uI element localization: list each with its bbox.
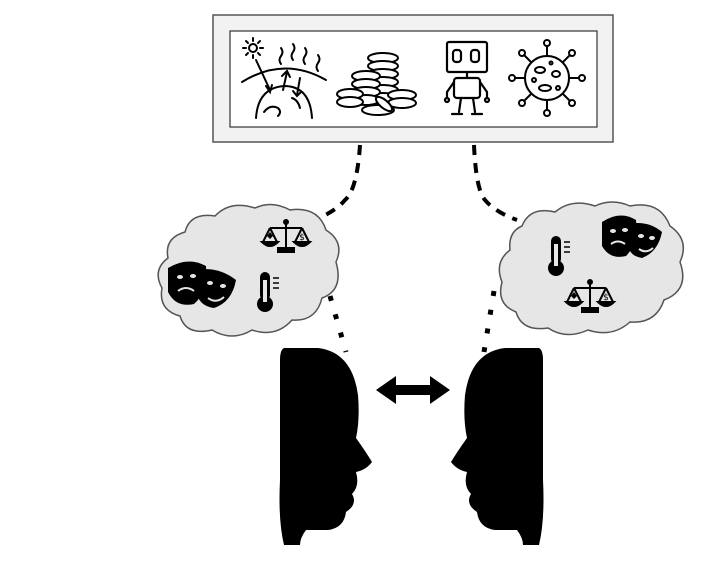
dotted-connector-right [481,290,497,353]
thermometer-icon [548,236,570,276]
dashed-connector-right [472,144,518,222]
double-headed-arrow [376,376,450,404]
right-head-silhouette [451,348,544,545]
theater-masks-icon [168,261,236,308]
left-thought-cloud: $ [157,203,340,337]
virus-icon [508,39,586,117]
justice-scale-icon: $ [259,219,313,253]
climate-change-icon [241,37,327,119]
dotted-connector-left [327,295,349,353]
thermometer-icon [257,272,279,312]
topics-panel [212,14,614,143]
theater-masks-icon [602,215,662,258]
robot-icon [443,40,491,116]
coins-money-icon [336,52,417,116]
left-head-silhouette [279,348,372,545]
scale-dollar-sign: $ [603,293,609,303]
scale-dollar-sign: $ [299,233,305,243]
justice-scale-icon: $ [563,279,617,313]
dashed-connector-left [313,144,362,222]
right-thought-cloud: $ [498,201,685,336]
